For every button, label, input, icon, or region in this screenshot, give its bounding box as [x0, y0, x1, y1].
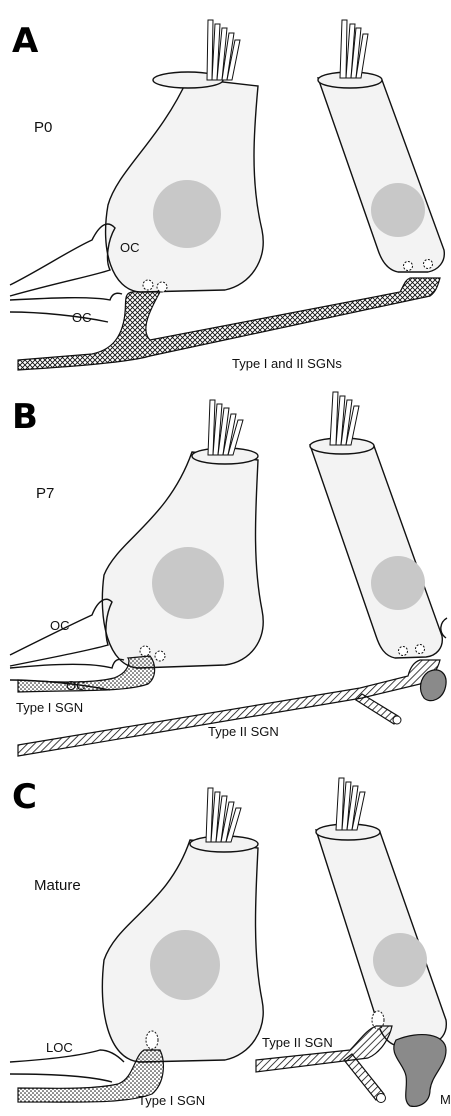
oc-label-lower: OC: [72, 310, 92, 325]
nucleus: [371, 183, 425, 237]
panel-letter-a: A: [12, 21, 39, 61]
type1-sgn-fiber-b: [18, 656, 155, 692]
nucleus: [371, 556, 425, 610]
outer-hair-cell-b: [310, 392, 447, 658]
panel-letter-c: C: [12, 777, 37, 817]
stereocilia-bundle: [340, 20, 368, 78]
m-label: M: [440, 1092, 451, 1107]
type2-branch-b: [356, 694, 398, 724]
oc-label-upper: OC: [120, 240, 140, 255]
stereocilia-bundle: [336, 778, 365, 830]
panel-letter-b: B: [12, 397, 38, 437]
type1-label-b: Type I SGN: [16, 700, 83, 715]
oc-fiber-lower: [10, 659, 124, 668]
inner-hair-cell-b: [102, 400, 263, 668]
oc-label-lower: OC: [66, 678, 86, 693]
fiber-label-a: Type I and II SGNs: [232, 356, 342, 371]
oc-fiber-lower: [10, 293, 122, 300]
stereocilia-bundle: [330, 392, 359, 445]
type2-label-b: Type II SGN: [208, 724, 279, 739]
panel-b: B P7: [10, 392, 447, 756]
type1-label-c: Type I SGN: [138, 1093, 205, 1108]
outer-hair-cell-c: [316, 778, 446, 1046]
stage-label-a: P0: [34, 119, 52, 136]
efferent-terminal-c: [394, 1035, 446, 1107]
oc-label-upper: OC: [50, 618, 70, 633]
stage-label-c: Mature: [34, 877, 81, 894]
oc-fiber-upper: [10, 224, 115, 296]
panel-a: A P0: [10, 20, 444, 371]
nucleus: [153, 180, 221, 248]
type2-label-c: Type II SGN: [262, 1035, 333, 1050]
nucleus: [373, 933, 427, 987]
panel-c: C Mature: [10, 777, 451, 1108]
stereocilia-bundle: [208, 400, 243, 455]
inner-hair-cell-c: [102, 788, 263, 1062]
nucleus: [150, 930, 220, 1000]
stage-label-b: P7: [36, 485, 54, 502]
nucleus: [152, 547, 224, 619]
type2-branch-c: [344, 1054, 384, 1100]
loc-label: LOC: [46, 1040, 73, 1055]
stereocilia-bundle: [206, 788, 241, 842]
outer-hair-cell-a: [318, 20, 444, 272]
stereocilia-bundle: [207, 20, 240, 80]
